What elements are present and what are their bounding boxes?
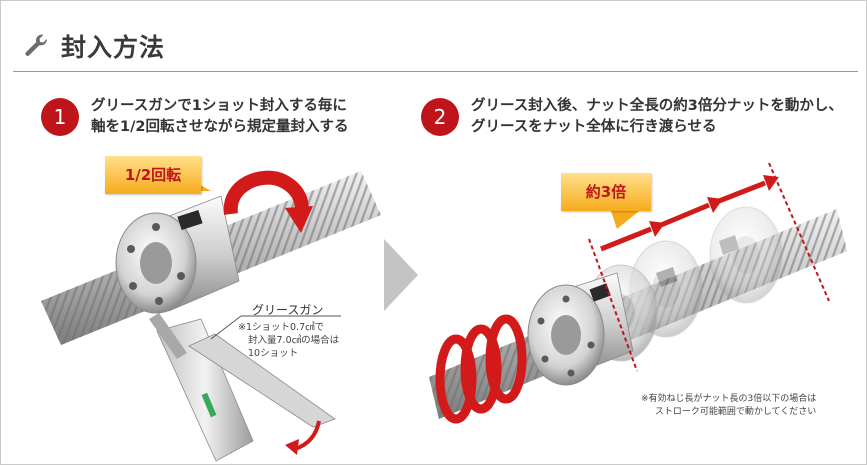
ghost-nut-3 xyxy=(709,206,783,304)
pump-arrow xyxy=(294,420,321,451)
gun-note-line-3: 10ショット xyxy=(248,348,299,359)
wrench-icon xyxy=(25,34,47,56)
step-2-line-2: グリースをナット全体に行き渡らせる xyxy=(471,119,717,135)
step-1-instruction: グリースガンで1ショット封入する毎に 軸を1/2回転させながら規定量封入する xyxy=(91,96,348,138)
step-1-badge: 1 xyxy=(41,98,79,136)
header-divider xyxy=(13,71,858,72)
travel-start-line xyxy=(588,238,638,372)
grease-spiral xyxy=(435,314,527,424)
grease-gun-label: グリースガン xyxy=(252,303,324,317)
step-2-instruction: グリース封入後、ナット全長の約3倍分ナットを動かし、 グリースをナット全体に行き… xyxy=(471,96,843,138)
stroke-note-line-2: ストローク可能範囲で動かしてください xyxy=(654,407,817,417)
page-title: 封入方法 xyxy=(61,33,166,62)
three-times-callout: 約3倍 xyxy=(561,173,651,211)
section-header: 封入方法 xyxy=(1,1,866,72)
rotation-arrow xyxy=(223,170,309,220)
step-2-line-1: グリース封入後、ナット全長の約3倍分ナットを動かし、 xyxy=(471,98,843,114)
step-1-line-2: 軸を1/2回転させながら規定量封入する xyxy=(91,119,349,135)
ball-nut-1 xyxy=(115,195,240,314)
next-step-chevron-icon xyxy=(384,239,418,311)
callout-2-tail xyxy=(611,211,639,229)
step-2-badge: 2 xyxy=(421,98,459,136)
half-rotation-callout: 1/2回転 xyxy=(105,156,201,194)
step-1-line-1: グリースガンで1ショット封入する毎に xyxy=(91,98,347,114)
gun-note-line-2: 封入量7.0㎤の場合は xyxy=(248,335,340,346)
gun-note-line-1: ※1ショット0.7㎤で xyxy=(238,322,325,333)
stroke-note: ※有効ねじ長がナット長の3倍以下の場合は ストローク可能範囲で動かしてください xyxy=(641,393,816,419)
stroke-note-line-1: ※有効ねじ長がナット長の3倍以下の場合は xyxy=(641,394,817,404)
grease-gun-note: ※1ショット0.7㎤で 封入量7.0㎤の場合は 10ショット xyxy=(238,321,339,360)
travel-arrows xyxy=(600,175,779,252)
grease-gun xyxy=(149,313,336,462)
ball-nut-2 xyxy=(527,272,634,386)
